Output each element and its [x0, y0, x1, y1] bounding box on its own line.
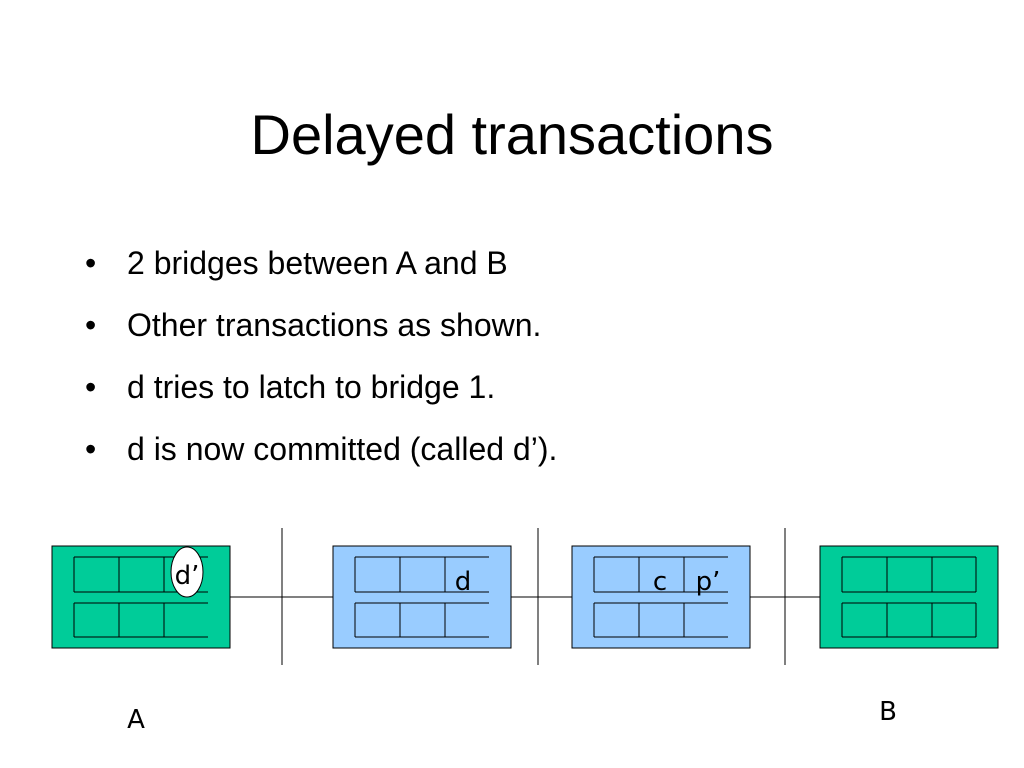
bus-a-box: d’: [51, 545, 231, 649]
bridge-1-box: d: [332, 545, 512, 649]
bus-b-label: B: [879, 697, 897, 727]
committed-slot-oval: [170, 546, 204, 598]
bullet-item: 2 bridges between A and B: [85, 232, 557, 294]
bullet-item: Other transactions as shown.: [85, 294, 557, 356]
slot-label: p’: [696, 567, 721, 597]
slot-label: c: [653, 567, 667, 597]
bus-b-box: [819, 545, 999, 649]
bridge-2-box: c p’: [571, 545, 751, 649]
bullet-item: d tries to latch to bridge 1.: [85, 356, 557, 418]
slide-title: Delayed transactions: [250, 103, 774, 166]
bullet-list: 2 bridges between A and B Other transact…: [85, 232, 557, 480]
bus-a-label: A: [127, 705, 145, 735]
slot-label: d: [455, 567, 472, 597]
slot-label: d’: [175, 561, 200, 591]
bullet-item: d is now committed (called d’).: [85, 418, 557, 480]
